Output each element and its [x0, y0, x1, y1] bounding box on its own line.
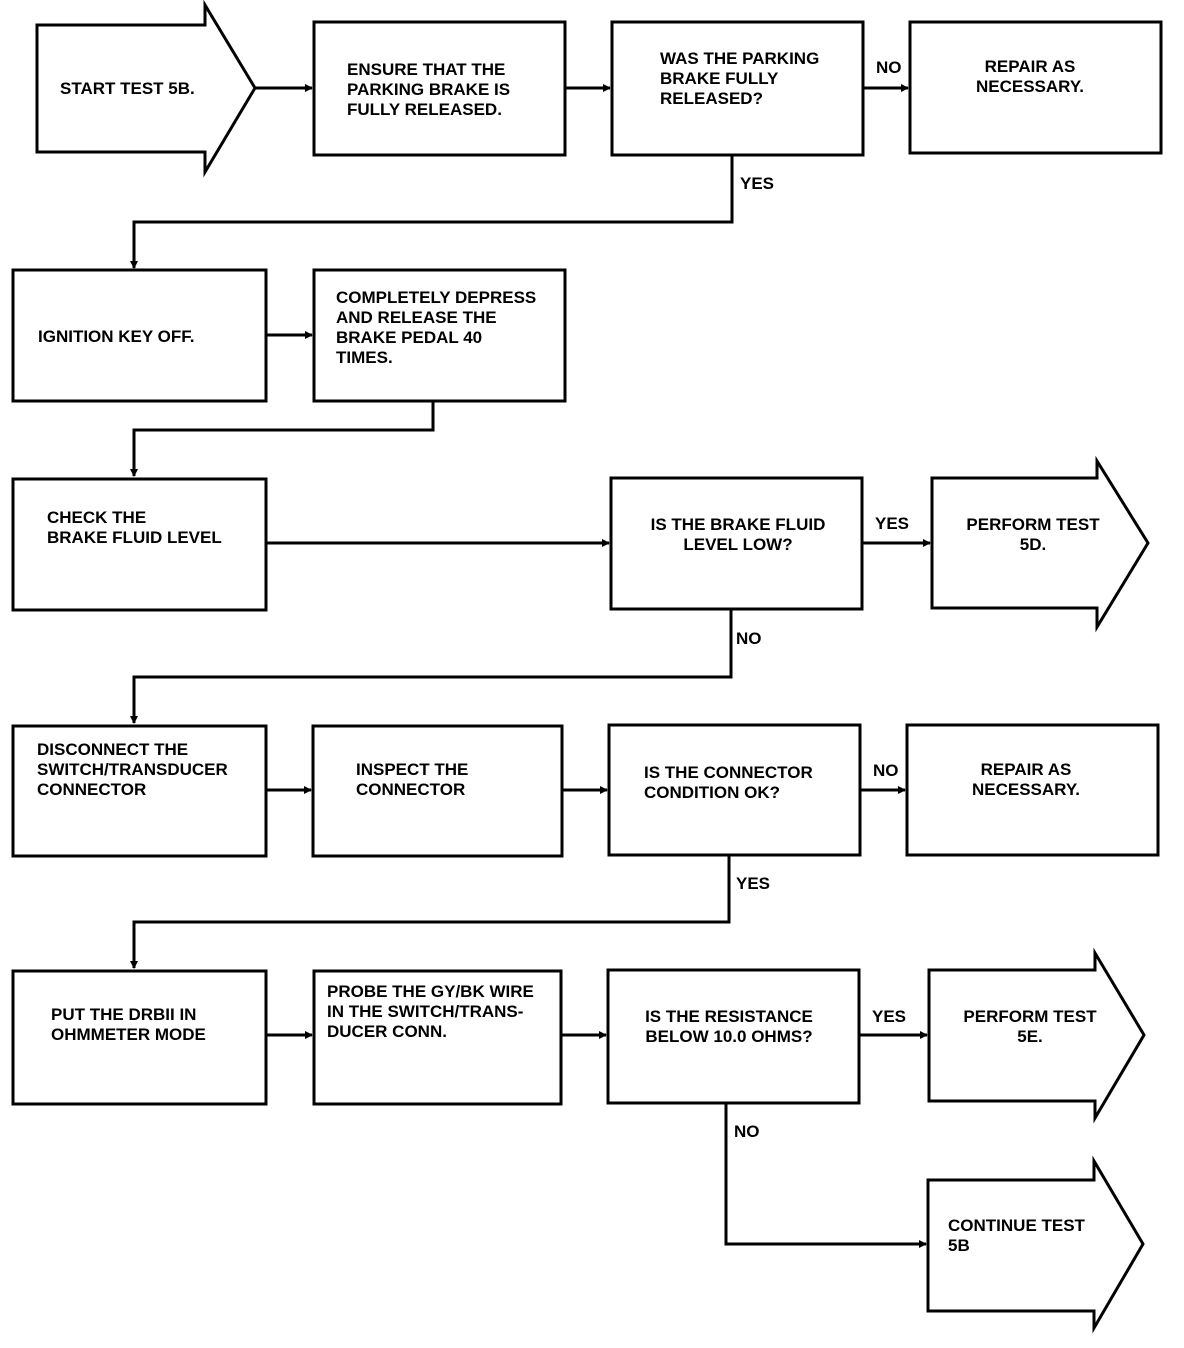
- ensure-parking-brake-text-line-3: FULLY RELEASED.: [347, 100, 502, 119]
- probe-text-line-3: DUCER CONN.: [327, 1022, 447, 1041]
- resistance-question-text-line-2: BELOW 10.0 OHMS?: [645, 1027, 812, 1046]
- probe-text-line-2: IN THE SWITCH/TRANS-: [327, 1002, 523, 1021]
- ignition-key-off-box: [11, 268, 268, 403]
- depress-pedal-text-line-2: AND RELEASE THE: [336, 308, 497, 327]
- perform-5d-text-line-2: 5D.: [1020, 535, 1046, 554]
- ignition-key-off-text: IGNITION KEY OFF.: [38, 327, 194, 346]
- inspect-text-line-1: INSPECT THE: [356, 760, 468, 779]
- continue-5b-text-line-2: 5B: [948, 1236, 970, 1255]
- no-label-2: NO: [736, 629, 762, 648]
- start-node-text: START TEST 5B.: [60, 79, 195, 98]
- resistance-question-text-line-1: IS THE RESISTANCE: [645, 1007, 813, 1026]
- drbii-text-line-2: OHMMETER MODE: [51, 1025, 206, 1044]
- repair-text-1-line-1: REPAIR AS: [985, 57, 1076, 76]
- disconnect-box: [11, 724, 268, 858]
- disconnect-text-line-3: CONNECTOR: [37, 780, 146, 799]
- disconnect-text-line-1: DISCONNECT THE: [37, 740, 188, 759]
- parking-brake-question-text-line-2: BRAKE FULLY: [660, 69, 779, 88]
- yes-label-2: YES: [875, 514, 909, 533]
- repair-box-2: [905, 723, 1160, 857]
- start-node-text-line-1: START TEST 5B.: [60, 79, 195, 98]
- connector-no-disconnect: [130, 609, 733, 724]
- parking-brake-question-box: [610, 20, 865, 157]
- ensure-parking-brake-text-line-2: PARKING BRAKE IS: [347, 80, 510, 99]
- yes-label-1: YES: [740, 174, 774, 193]
- probe-text-line-1: PROBE THE GY/BK WIRE: [327, 982, 534, 1001]
- resistance-question-box: [606, 968, 861, 1105]
- ensure-parking-brake-box: [312, 20, 567, 157]
- depress-pedal-text-line-1: COMPLETELY DEPRESS: [336, 288, 536, 307]
- connector-yes-drbii: [130, 855, 731, 969]
- drbii-box: [11, 969, 268, 1106]
- connector-yes-ignition: [130, 155, 734, 269]
- depress-pedal-text-line-4: TIMES.: [336, 348, 393, 367]
- start-arrow-shape: [35, 0, 257, 178]
- drbii-text-line-1: PUT THE DRBII IN: [51, 1005, 196, 1024]
- ignition-key-off-text-line-1: IGNITION KEY OFF.: [38, 327, 194, 346]
- perform-5e-text-line-1: PERFORM TEST: [963, 1007, 1097, 1026]
- depress-pedal-text-line-3: BRAKE PEDAL 40: [336, 328, 482, 347]
- continue-5b-text-line-1: CONTINUE TEST: [948, 1216, 1086, 1235]
- perform-5e-arrow-shape: [927, 947, 1146, 1124]
- no-label-1: NO: [876, 58, 902, 77]
- connector-depress-check: [130, 401, 435, 477]
- repair-text-2-line-2: NECESSARY.: [972, 780, 1080, 799]
- connector-no-continue: [724, 1103, 927, 1248]
- perform-5e-text-line-2: 5E.: [1017, 1027, 1043, 1046]
- no-label-3: NO: [873, 761, 899, 780]
- probe-box: [312, 969, 563, 1106]
- continue-5b-arrow-shape: [926, 1155, 1145, 1334]
- connector-question-box: [607, 723, 862, 857]
- repair-box-1: [908, 20, 1163, 155]
- perform-5d-text-line-1: PERFORM TEST: [966, 515, 1100, 534]
- check-fluid-box: [11, 477, 268, 612]
- yes-label-3: YES: [736, 874, 770, 893]
- fluid-question-text-line-2: LEVEL LOW?: [683, 535, 792, 554]
- inspect-text-line-2: CONNECTOR: [356, 780, 465, 799]
- yes-label-4: YES: [872, 1007, 906, 1026]
- repair-text-1-line-2: NECESSARY.: [976, 77, 1084, 96]
- repair-text-2-line-1: REPAIR AS: [981, 760, 1072, 779]
- check-fluid-text-line-2: BRAKE FLUID LEVEL: [47, 528, 222, 547]
- depress-pedal-box: [312, 268, 567, 403]
- disconnect-text-line-2: SWITCH/TRANSDUCER: [37, 760, 228, 779]
- connector-question-text-line-2: CONDITION OK?: [644, 783, 780, 802]
- parking-brake-question-text-line-3: RELEASED?: [660, 89, 763, 108]
- check-fluid-text-line-1: CHECK THE: [47, 508, 146, 527]
- fluid-question-text-line-1: IS THE BRAKE FLUID: [651, 515, 826, 534]
- parking-brake-question-text-line-1: WAS THE PARKING: [660, 49, 819, 68]
- connector-question-text-line-1: IS THE CONNECTOR: [644, 763, 813, 782]
- no-label-4: NO: [734, 1122, 760, 1141]
- fluid-question-box: [609, 476, 864, 611]
- inspect-box: [311, 724, 564, 858]
- ensure-parking-brake-text-line-1: ENSURE THAT THE: [347, 60, 505, 79]
- perform-5d-arrow-shape: [930, 455, 1150, 633]
